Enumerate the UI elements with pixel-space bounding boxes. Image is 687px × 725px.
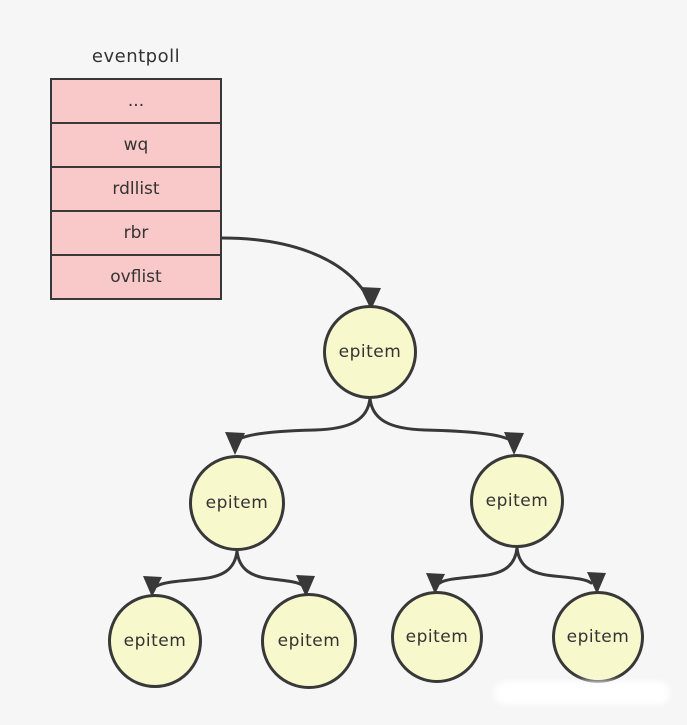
struct-title: eventpoll [91,46,181,67]
epitem-node-bottom-3: epitem [391,591,483,683]
struct-field-wq: wq [50,122,222,168]
arrow-root-to-mid-right [368,396,524,455]
struct-field-rdllist: rdllist [50,166,222,212]
eventpoll-struct: ... wq rdllist rbr ovflist [50,78,222,300]
epitem-node-bottom-2: epitem [261,593,357,689]
white-smudge [494,681,670,705]
arrow-root-to-mid-left [225,396,372,455]
struct-field-ellipsis: ... [50,78,222,124]
struct-field-ovflist: ovflist [50,254,222,300]
epitem-node-bottom-1: epitem [108,594,202,688]
struct-field-rbr: rbr [50,210,222,256]
arrow-mid-right-to-bottom-4 [515,546,606,594]
epitem-node-mid-left: epitem [189,455,285,551]
epitem-node-root: epitem [323,305,417,399]
epitem-node-mid-right: epitem [470,454,564,548]
arrow-mid-left-to-bottom-2 [235,549,315,597]
arrow-rbr-to-root [220,236,381,310]
arrow-mid-left-to-bottom-1 [143,549,239,597]
arrow-mid-right-to-bottom-3 [426,546,519,594]
epitem-node-bottom-4: epitem [552,591,644,683]
